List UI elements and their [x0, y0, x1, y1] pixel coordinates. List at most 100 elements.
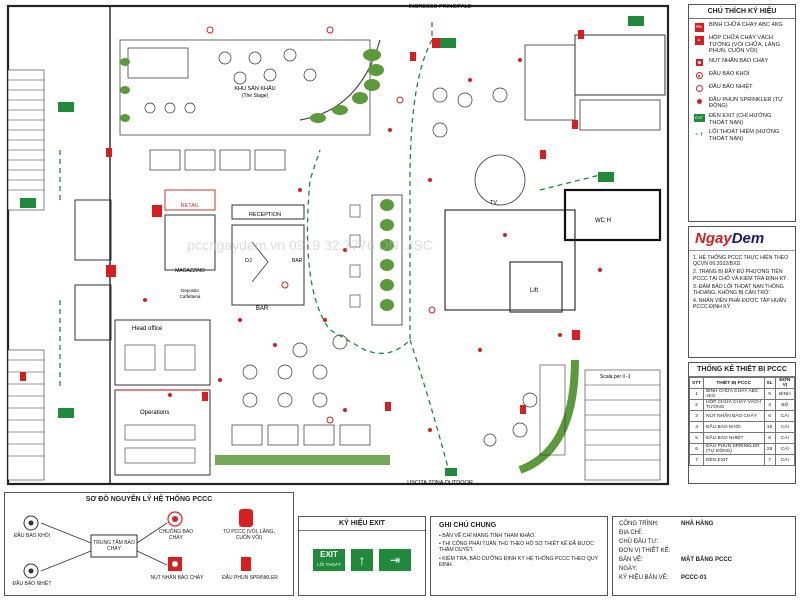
notes-list: 1. HỆ THỐNG PCCC THỰC HIỆN THEO QCVN 06:…: [689, 251, 795, 311]
note-item: 1. HỆ THỐNG PCCC THỰC HIỆN THEO QCVN 06:…: [693, 255, 789, 268]
general-notes-title: GHI CHÚ CHUNG: [439, 522, 497, 529]
legend-title: CHÚ THÍCH KÝ HIỆU: [689, 5, 795, 19]
exit-sign-big: EXIT LỐI THOÁT: [313, 549, 345, 571]
title-block-key: CÔNG TRÌNH:: [619, 521, 659, 527]
tv-lounge: [444, 209, 576, 311]
alarm-button-icon: [693, 58, 705, 68]
equipment-title: THỐNG KÊ THIẾT BỊ PCCC: [689, 363, 795, 377]
title-block-value: NHÀ HÀNG: [681, 521, 714, 527]
table-cell: 3: [688, 410, 705, 422]
legend-item: ĐẦU BÁO NHIỆT: [693, 84, 791, 94]
general-note-item: • BẢN VẼ CHỈ MANG TÍNH THAM KHẢO.: [439, 533, 536, 539]
running-man-exit-sign: ⇥: [379, 549, 411, 571]
table-cell: BÌNH: [774, 388, 796, 400]
brand-logo: NgayDem: [689, 227, 795, 251]
title-block-row: BẢN VẼ:MẶT BẰNG PCCC: [619, 556, 789, 565]
table-cell: BÌNH CHỮA CHÁY ABC 4KG: [703, 388, 765, 400]
tv-label: TV: [490, 200, 497, 206]
table-cell: 2: [688, 399, 705, 411]
table-cell: ĐẦU BÁO NHIỆT: [703, 432, 765, 444]
table-cell: 4: [763, 399, 776, 411]
stairs-label: Scala per il -1: [600, 374, 631, 380]
table-cell: 5: [688, 432, 705, 444]
title-block-row: CÔNG TRÌNH: NHÀ HÀNG: [619, 520, 789, 529]
watermark: pccngaydem.vn 0919 32 7776 DN .JSC: [187, 237, 433, 253]
dj-label: DJ: [245, 258, 252, 264]
arrow-up-sign: ↑: [351, 549, 373, 571]
schematic-diagram: [23, 509, 253, 579]
operations-label: Operations: [140, 410, 169, 416]
title-block-row: NGÀY:: [619, 565, 789, 574]
extinguisher-icon: FH: [693, 22, 705, 32]
table-cell: ĐẦU BÁO KHÓI: [703, 421, 765, 433]
tv-lounge-table: [474, 154, 526, 206]
title-block-value: PCCC-01: [681, 575, 707, 581]
table-cell: HỘP CHỮA CHÁY VÁCH TƯỜNG: [703, 399, 765, 411]
table-cell: CÁI: [774, 443, 796, 455]
sprinkler-icon: [693, 97, 705, 107]
legend-item: NÚT NHẤN BÁO CHÁY: [693, 58, 791, 68]
table-cell: ĐẦU PHUN SPRINKLER (TỰ ĐỘNG): [703, 443, 765, 455]
table-cell: 9: [763, 388, 776, 400]
retail-label: RETAIL: [181, 203, 200, 209]
legend-item: ▲HỘP CHỮA CHÁY VÁCH TƯỜNG (VÒI CHỮA, LĂN…: [693, 35, 791, 55]
title-block-row: ĐƠN VỊ THIẾT KẾ:: [619, 547, 789, 556]
table-cell: 6: [688, 443, 705, 455]
table-cell: CÁI: [774, 432, 796, 444]
title-block-row: KÝ HIỆU BẢN VẼ: PCCC-01: [619, 574, 789, 583]
legend-item-label: ĐẦU BÁO NHIỆT: [709, 83, 753, 90]
table-cell: NÚT NHẤN BÁO CHÁY: [703, 410, 765, 422]
legend-item: ĐẦU BÁO KHÓI: [693, 71, 791, 81]
table-cell: CÁI: [774, 410, 796, 422]
equipment-header-cell: ĐƠN VỊ: [774, 377, 796, 389]
title-block-row: CHỦ ĐẦU TƯ:: [619, 538, 789, 547]
table-cell: 6: [763, 432, 776, 444]
table-cell: 28: [763, 443, 776, 455]
wc-right: [563, 188, 662, 242]
schematic-cabinet-label: TỦ PCCC (VÒI, LĂNG, CUỘN VÒI): [223, 529, 275, 541]
escape-route: [59, 22, 601, 476]
exit-light-icon: EXIT: [693, 113, 705, 123]
exit-symbols-title: KÝ HIỆU EXIT: [299, 517, 425, 531]
svg-text:(The Stage): (The Stage): [242, 93, 269, 99]
reception-label: RECEPTION: [249, 212, 281, 218]
heat-detector-icon: [693, 84, 705, 94]
title-block-key: BẢN VẼ:: [619, 557, 643, 563]
title-block-key: KÝ HIỆU BẢN VẼ:: [619, 575, 669, 581]
table-cell: CÁI: [774, 421, 796, 433]
table-cell: 4: [688, 421, 705, 433]
magazzino-label: MAGAZZINO: [175, 268, 205, 274]
table-cell: 7: [688, 454, 705, 466]
table-cell: 18: [763, 421, 776, 433]
legend-item-label: HỘP CHỮA CHÁY VÁCH TƯỜNG (VÒI CHỮA, LĂNG…: [709, 35, 780, 55]
wc-left-top: [74, 199, 112, 261]
schematic-center-label: TRUNG TÂM BÁO CHÁY: [93, 540, 135, 552]
lift-label: Lift: [530, 288, 538, 294]
equipment-header-cell: STT: [688, 377, 705, 389]
schematic-button-label: NÚT NHẤN BÁO CHÁY: [150, 575, 204, 581]
table-cell: CÁI: [774, 454, 796, 466]
legend-list: FH BÌNH CHỮA CHÁY ABC 4KG ▲HỘP CHỮA CHÁY V…: [689, 22, 795, 142]
note-item: 2. TRANG BỊ ĐẦY ĐỦ PHƯƠNG TIỆN PCCC TẠI …: [693, 269, 788, 282]
head-office-room: [114, 319, 211, 386]
general-note-item: • THI CÔNG PHẢI TUÂN THỦ THEO HỒ SƠ THIẾ…: [439, 541, 594, 554]
svg-text:Caffetteria: Caffetteria: [180, 294, 201, 299]
stage-label: KHU SÂN KHẤU: [234, 85, 275, 92]
legend-item-label: ĐẦU PHUN SPRINKLER (TỰ ĐỘNG): [709, 96, 784, 110]
legend-item-label: BÌNH CHỮA CHÁY ABC 4KG: [709, 22, 783, 28]
brand-notes-panel: NgayDem 1. HỆ THỐNG PCCC THỰC HIỆN THEO …: [688, 226, 796, 358]
legend-item-label: ĐẦU BÁO KHÓI: [709, 70, 750, 77]
title-block-key: NGÀY:: [619, 566, 638, 572]
entrance-label: INGRESSO PRINCIPALE: [409, 4, 472, 10]
table-cell: ĐÈN EXIT: [703, 454, 765, 466]
exit-sign: [20, 16, 644, 476]
stair-left-top: [7, 69, 45, 211]
floor-plan: KHU SÂN KHẤU (The Stage) RETAIL RECEPTIO…: [6, 4, 670, 486]
